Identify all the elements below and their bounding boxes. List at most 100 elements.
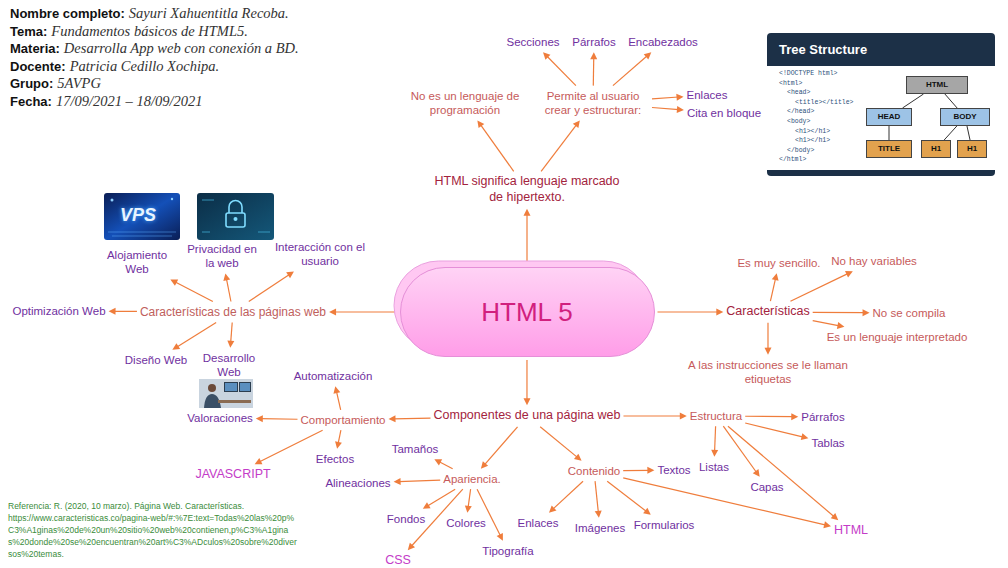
- header-row: Fecha:17/09/2021 – 18/09/2021: [10, 92, 203, 110]
- tree-connector: [967, 126, 970, 140]
- arrow-connector: [813, 309, 870, 316]
- leaf-text: Párrafos: [801, 410, 844, 424]
- leaf-text: Cita en bloque: [687, 106, 761, 120]
- topic-text: Componentes de una página web: [434, 408, 621, 424]
- image-text: VPS: [120, 205, 156, 226]
- connector-line: [334, 311, 396, 312]
- arrow-head: [256, 415, 263, 422]
- tree-connector: [889, 126, 890, 140]
- connector-line: [652, 97, 679, 99]
- leaf-text: Desarrollo Web: [198, 351, 260, 380]
- arrow-head: [223, 273, 230, 281]
- arrow-head: [680, 413, 687, 420]
- tree-connector: [903, 94, 924, 108]
- connector-line: [540, 427, 578, 458]
- header-value: 5AVPG: [57, 75, 101, 91]
- node-text: Diseño Web: [125, 354, 187, 366]
- connector-line: [889, 126, 890, 140]
- node-text: Cita en bloque: [687, 107, 761, 119]
- connector-line: [595, 481, 598, 513]
- arrow-head: [389, 415, 396, 422]
- arrow-head: [408, 543, 415, 551]
- arrow-connector: [170, 279, 212, 301]
- arrow-head: [497, 533, 503, 541]
- node-text: Características: [726, 304, 809, 318]
- connector-line: [652, 108, 679, 110]
- connector-line: [593, 57, 595, 85]
- reference-text: Referencia: R. (2020, 10 marzo). Página …: [8, 500, 298, 512]
- connector-line: [553, 481, 583, 509]
- leaf-text: Formularios: [634, 518, 695, 532]
- connector-line: [399, 480, 441, 481]
- branch-text: Estructura: [690, 409, 742, 423]
- panel-title: Tree Structure: [779, 42, 867, 57]
- security-image: [197, 193, 274, 240]
- node-text: Contenido: [568, 465, 620, 477]
- arrow-connector: [255, 430, 323, 464]
- arrow-connector: [595, 481, 602, 518]
- central-pill: HTML 5: [400, 267, 655, 357]
- node-text: Automatización: [294, 370, 373, 382]
- tree-connector: [945, 94, 957, 108]
- arrow-connector: [389, 415, 431, 422]
- connector-line: [338, 430, 341, 444]
- connector-line: [790, 273, 848, 301]
- arrow-head: [434, 459, 442, 465]
- node-text: Estructura: [690, 410, 742, 422]
- connector-line: [439, 462, 453, 469]
- connector-line: [770, 278, 775, 301]
- arrow-head: [465, 505, 472, 512]
- arrow-connector: [590, 52, 597, 85]
- arrow-connector: [813, 321, 845, 329]
- arrow-head: [837, 322, 845, 329]
- leaf-text: Diseño Web: [125, 353, 187, 367]
- arrow-head: [831, 513, 839, 520]
- node-text: HEAD: [878, 112, 901, 122]
- arrow-head: [590, 52, 597, 59]
- connector-line: [945, 94, 957, 108]
- code-line: <html>: [779, 81, 802, 88]
- leaf-text: Tablas: [811, 436, 844, 450]
- connector-line: [613, 55, 648, 85]
- node-text: Valoraciones: [187, 412, 253, 424]
- node-text: Permite al usuario crear y estructurar:: [545, 90, 642, 116]
- node-text: CSS: [385, 553, 411, 567]
- node-text: Tamaños: [392, 443, 439, 455]
- leaf-text: Textos: [657, 463, 690, 477]
- arrow-connector: [465, 489, 472, 513]
- connector-line: [967, 126, 970, 140]
- leaf-text: Colores: [446, 516, 486, 530]
- arrow-head: [549, 505, 557, 512]
- branch-text: A las instrucciones se le llaman etiquet…: [681, 358, 856, 387]
- arrow-head: [801, 433, 809, 440]
- connector-line: [715, 426, 716, 452]
- connector-line: [484, 427, 517, 465]
- arrow-head: [711, 450, 718, 457]
- header-value: Desarrolla App web con conexión a BD.: [64, 40, 299, 56]
- arrow-head: [170, 279, 178, 285]
- arrow-head: [791, 413, 798, 420]
- connector-line: [427, 489, 455, 506]
- node-text: Comportamiento: [300, 414, 385, 426]
- connector-line: [623, 470, 649, 472]
- leaf-text: Enlaces: [518, 516, 559, 530]
- node-text: HTML: [834, 523, 868, 537]
- header-value: Fundamentos básicos de HTML5.: [51, 23, 248, 39]
- arrow-connector: [333, 386, 340, 410]
- branch-text: Permite al usuario crear y estructurar:: [537, 89, 649, 118]
- connector-line: [226, 278, 231, 301]
- leaf-text: Párrafos: [572, 35, 615, 49]
- header-value: Patricia Cedillo Xochipa.: [70, 58, 219, 74]
- arrow-connector: [477, 489, 503, 541]
- node-text: Alojamiento Web: [107, 249, 167, 275]
- node-text: Enlaces: [518, 517, 559, 529]
- connector-line: [480, 124, 513, 171]
- arrow-head: [481, 461, 488, 469]
- arrow-connector: [745, 423, 808, 440]
- branch-text: No se compila: [873, 306, 946, 320]
- node-text: Desarrollo Web: [203, 352, 255, 378]
- code-line: <!DOCTYPE html>: [779, 71, 838, 78]
- technology-text: HTML: [834, 523, 868, 539]
- leaf-text: Imágenes: [575, 521, 626, 535]
- branch-text: Es muy sencillo.: [737, 256, 820, 270]
